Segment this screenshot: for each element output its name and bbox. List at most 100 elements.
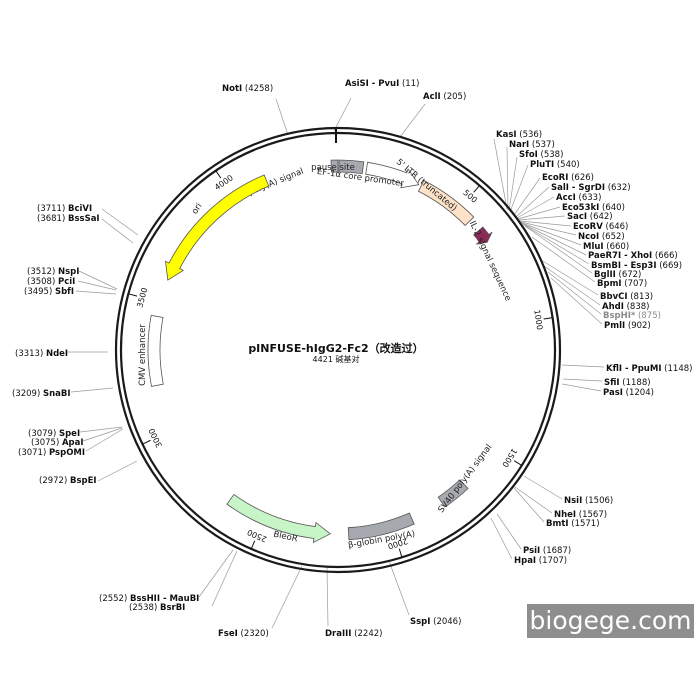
site-label: NheI (1567) bbox=[554, 510, 607, 520]
site-label: NotI (4258) bbox=[222, 84, 273, 94]
site-label: (3075) ApaI bbox=[31, 438, 84, 448]
site-leader bbox=[275, 98, 289, 136]
site-leader bbox=[543, 265, 601, 306]
site-label: DraIII (2242) bbox=[325, 629, 382, 639]
tick-label: 3000 bbox=[147, 427, 164, 449]
site-label: PsiI (1687) bbox=[523, 546, 571, 556]
site-label: (2552) BssHII - MauBI bbox=[99, 594, 199, 604]
tick-mark bbox=[142, 439, 151, 445]
site-label: KasI (536) bbox=[496, 130, 542, 140]
site-label: SacI (642) bbox=[567, 212, 613, 222]
site-leader bbox=[521, 222, 582, 246]
site-leader bbox=[518, 215, 566, 221]
feature-label: ori bbox=[190, 202, 204, 217]
site-label: PmlI (902) bbox=[604, 321, 651, 331]
site-label: EcoRI (626) bbox=[542, 173, 594, 183]
site-leader bbox=[513, 177, 541, 216]
site-label: (3508) PciI bbox=[27, 277, 75, 287]
tick-mark bbox=[128, 293, 138, 297]
feature-label: CMV enhancer bbox=[138, 324, 148, 386]
site-leader bbox=[513, 487, 545, 523]
site-label: AhdI (838) bbox=[602, 302, 649, 312]
site-leader bbox=[561, 383, 602, 392]
site-leader bbox=[509, 164, 529, 213]
site-label: BglII (672) bbox=[594, 270, 641, 280]
tick-mark bbox=[543, 317, 553, 320]
site-leader bbox=[326, 567, 329, 627]
site-leader bbox=[78, 270, 118, 290]
backbone-ring-outer bbox=[114, 126, 562, 574]
feature--globin-poly-a- bbox=[347, 512, 415, 541]
site-labels: AsiSI - PvuI (11)AclI (205)NotI (4258)Ka… bbox=[12, 79, 692, 639]
site-leader bbox=[519, 220, 572, 227]
site-label: Eco53kI (640) bbox=[562, 203, 625, 213]
tick-label: 1000 bbox=[532, 309, 544, 330]
site-label: NarI (537) bbox=[509, 140, 555, 150]
feature-label: IL-2 signal sequence bbox=[467, 220, 513, 303]
site-leader bbox=[70, 387, 114, 393]
feature-5-ltr-truncated- bbox=[417, 179, 475, 227]
site-leader bbox=[211, 550, 238, 607]
site-leader bbox=[496, 513, 522, 550]
site-label: AccI (633) bbox=[556, 193, 601, 203]
feature-sv40-poly-a-signal bbox=[437, 479, 469, 508]
tick-label: 4000 bbox=[213, 173, 235, 192]
site-leader bbox=[82, 427, 123, 442]
site-label: HpaI (1707) bbox=[514, 556, 567, 566]
site-leader bbox=[523, 224, 590, 265]
site-label: (3071) PspOMI bbox=[18, 448, 85, 458]
site-leader bbox=[493, 138, 508, 210]
site-label: AclI (205) bbox=[423, 92, 466, 102]
site-leader bbox=[517, 206, 561, 220]
tick-label: 500 bbox=[461, 188, 478, 205]
site-label: BsmBI - Esp3I (669) bbox=[591, 261, 682, 271]
site-label: NsiI (1506) bbox=[564, 496, 613, 506]
site-leader bbox=[561, 364, 605, 368]
site-leader bbox=[85, 428, 124, 452]
site-label: (3495) SbfI bbox=[24, 287, 74, 297]
feature-poly-a-signal bbox=[330, 159, 339, 173]
watermark: biogege.com bbox=[527, 604, 694, 638]
site-label: (3079) SpeI bbox=[28, 429, 80, 439]
site-label: FseI (2320) bbox=[218, 629, 269, 639]
site-leader bbox=[490, 517, 513, 560]
site-leader bbox=[531, 236, 596, 283]
site-leader bbox=[333, 97, 352, 132]
tick-label: 3500 bbox=[135, 287, 149, 309]
site-label: SalI - SgrDI (632) bbox=[551, 183, 631, 193]
tick-label: 2500 bbox=[246, 527, 268, 543]
site-label: KflI - PpuMI (1148) bbox=[606, 364, 692, 374]
site-leader bbox=[271, 565, 303, 629]
site-leader bbox=[79, 426, 123, 433]
site-leader bbox=[515, 186, 550, 218]
backbone-ring-inner bbox=[119, 131, 557, 569]
site-label: MluI (660) bbox=[583, 242, 629, 252]
site-leader bbox=[101, 218, 134, 244]
site-leader bbox=[523, 475, 563, 500]
feature-label: pause site bbox=[311, 163, 355, 173]
site-leader bbox=[562, 378, 603, 382]
tick-mark bbox=[215, 170, 222, 179]
feature-cmv-enhancer bbox=[147, 314, 164, 387]
site-leader bbox=[540, 259, 599, 296]
site-leader bbox=[399, 103, 426, 138]
site-leader bbox=[520, 221, 577, 236]
tick-mark bbox=[250, 540, 256, 550]
site-label: BmtI (1571) bbox=[546, 519, 600, 529]
feature-ori bbox=[164, 174, 270, 281]
site-leader bbox=[524, 225, 593, 274]
tick-mark bbox=[513, 460, 523, 466]
site-label: (2538) BsrBI bbox=[129, 603, 185, 613]
site-label: PaeR7I - XhoI (666) bbox=[588, 251, 678, 261]
site-leader-lines bbox=[66, 97, 605, 629]
feature-label: SV40 poly(A) signal bbox=[436, 443, 494, 515]
site-leader bbox=[388, 560, 410, 616]
site-leader bbox=[97, 460, 138, 482]
feature-ef-1-core-promoter bbox=[365, 161, 420, 189]
feature-pause-site bbox=[338, 159, 365, 175]
site-leader bbox=[101, 208, 139, 236]
site-label: EcoRV (646) bbox=[573, 222, 628, 232]
site-label: BspHI* (875) bbox=[603, 311, 661, 321]
tick-label: 1500 bbox=[500, 447, 518, 469]
